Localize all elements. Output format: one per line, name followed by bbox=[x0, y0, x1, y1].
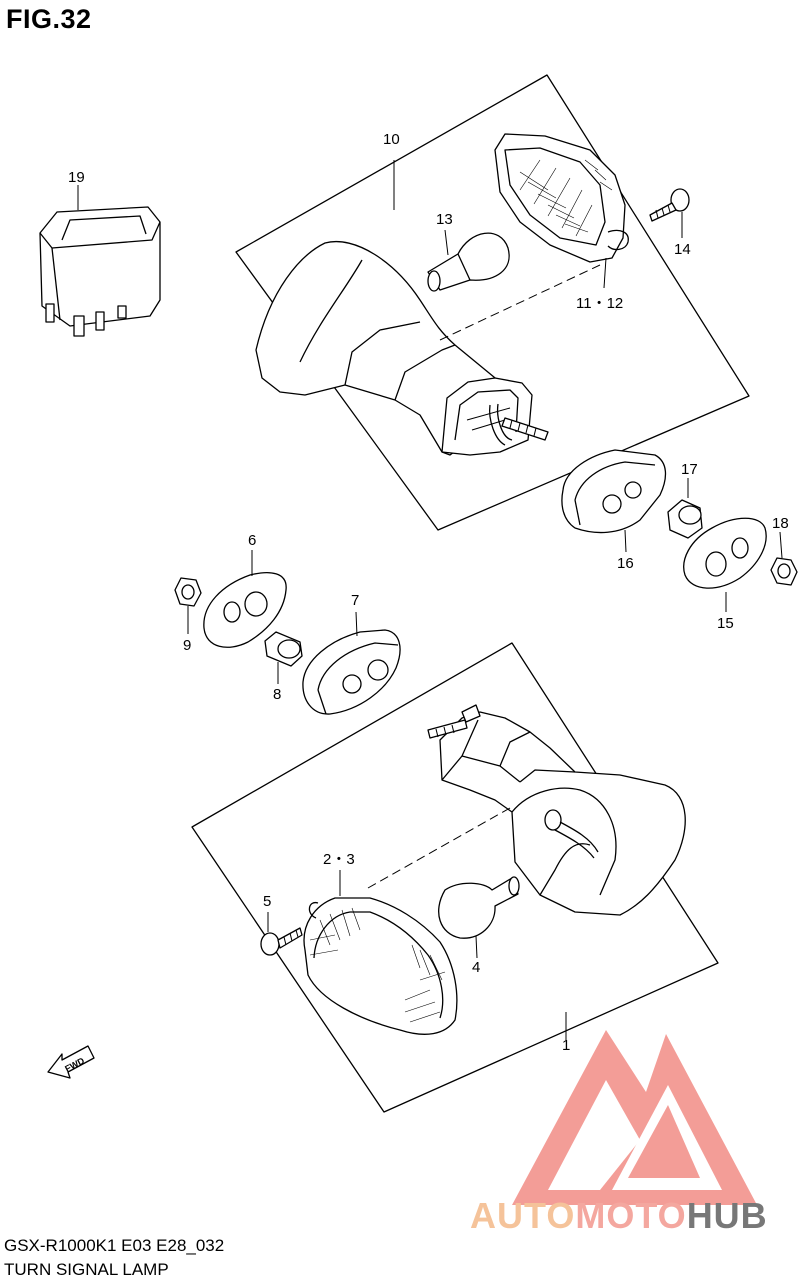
figure-title: FIG.32 bbox=[6, 4, 92, 34]
callout-1: 1 bbox=[562, 1037, 570, 1054]
callout-14: 14 bbox=[674, 241, 691, 258]
callout-18: 18 bbox=[772, 515, 789, 532]
nut-part-18 bbox=[770, 531, 798, 586]
callout-9: 9 bbox=[183, 637, 191, 654]
callout-8: 8 bbox=[273, 686, 281, 703]
watermark-text-auto: AUTO bbox=[470, 1195, 576, 1236]
callout-15: 15 bbox=[717, 615, 734, 632]
collar-part-8 bbox=[264, 631, 303, 684]
watermark-text-hub: HUB bbox=[686, 1195, 768, 1236]
plate-part-15 bbox=[683, 517, 767, 612]
plate-part-6 bbox=[203, 550, 287, 648]
watermark-logo bbox=[512, 1030, 757, 1205]
watermark-text: AUTOMOTOHUB bbox=[470, 1195, 768, 1237]
lower-lens-part-2-3 bbox=[303, 870, 458, 1035]
upper-lamp-housing-part-10 bbox=[255, 160, 549, 456]
cushion-part-7 bbox=[302, 611, 401, 715]
upper-screw-part-14 bbox=[649, 188, 690, 238]
callout-16: 16 bbox=[617, 555, 634, 572]
watermark-text-moto: MOTO bbox=[575, 1195, 687, 1236]
callout-7: 7 bbox=[351, 592, 359, 609]
upper-bulb-part-13 bbox=[427, 229, 510, 292]
callout-4: 4 bbox=[472, 959, 480, 976]
callout-11-12: 11・12 bbox=[576, 295, 623, 312]
callout-13: 13 bbox=[436, 211, 453, 228]
lower-lamp-housing-part-1 bbox=[427, 704, 686, 1040]
fwd-direction-arrow: FWD bbox=[47, 1045, 95, 1079]
cushion-part-16 bbox=[561, 449, 667, 553]
callout-5: 5 bbox=[263, 893, 271, 910]
callout-10: 10 bbox=[383, 131, 400, 148]
callout-19: 19 bbox=[68, 169, 85, 186]
lower-screw-part-5 bbox=[260, 912, 303, 956]
lower-bulb-part-4 bbox=[438, 876, 520, 959]
upper-lens-part-11-12 bbox=[494, 133, 629, 289]
nut-part-9 bbox=[174, 577, 202, 634]
callout-17: 17 bbox=[681, 461, 698, 478]
collar-part-17 bbox=[667, 478, 703, 539]
model-code: GSX-R1000K1 E03 E28_032 bbox=[4, 1236, 225, 1255]
relay-part-19 bbox=[39, 185, 161, 337]
upper-assembly-frame bbox=[235, 74, 750, 531]
callout-6: 6 bbox=[248, 532, 256, 549]
section-name: TURN SIGNAL LAMP bbox=[4, 1260, 169, 1279]
callout-2-3: 2・3 bbox=[323, 851, 355, 868]
lower-assembly-frame bbox=[191, 642, 719, 1113]
